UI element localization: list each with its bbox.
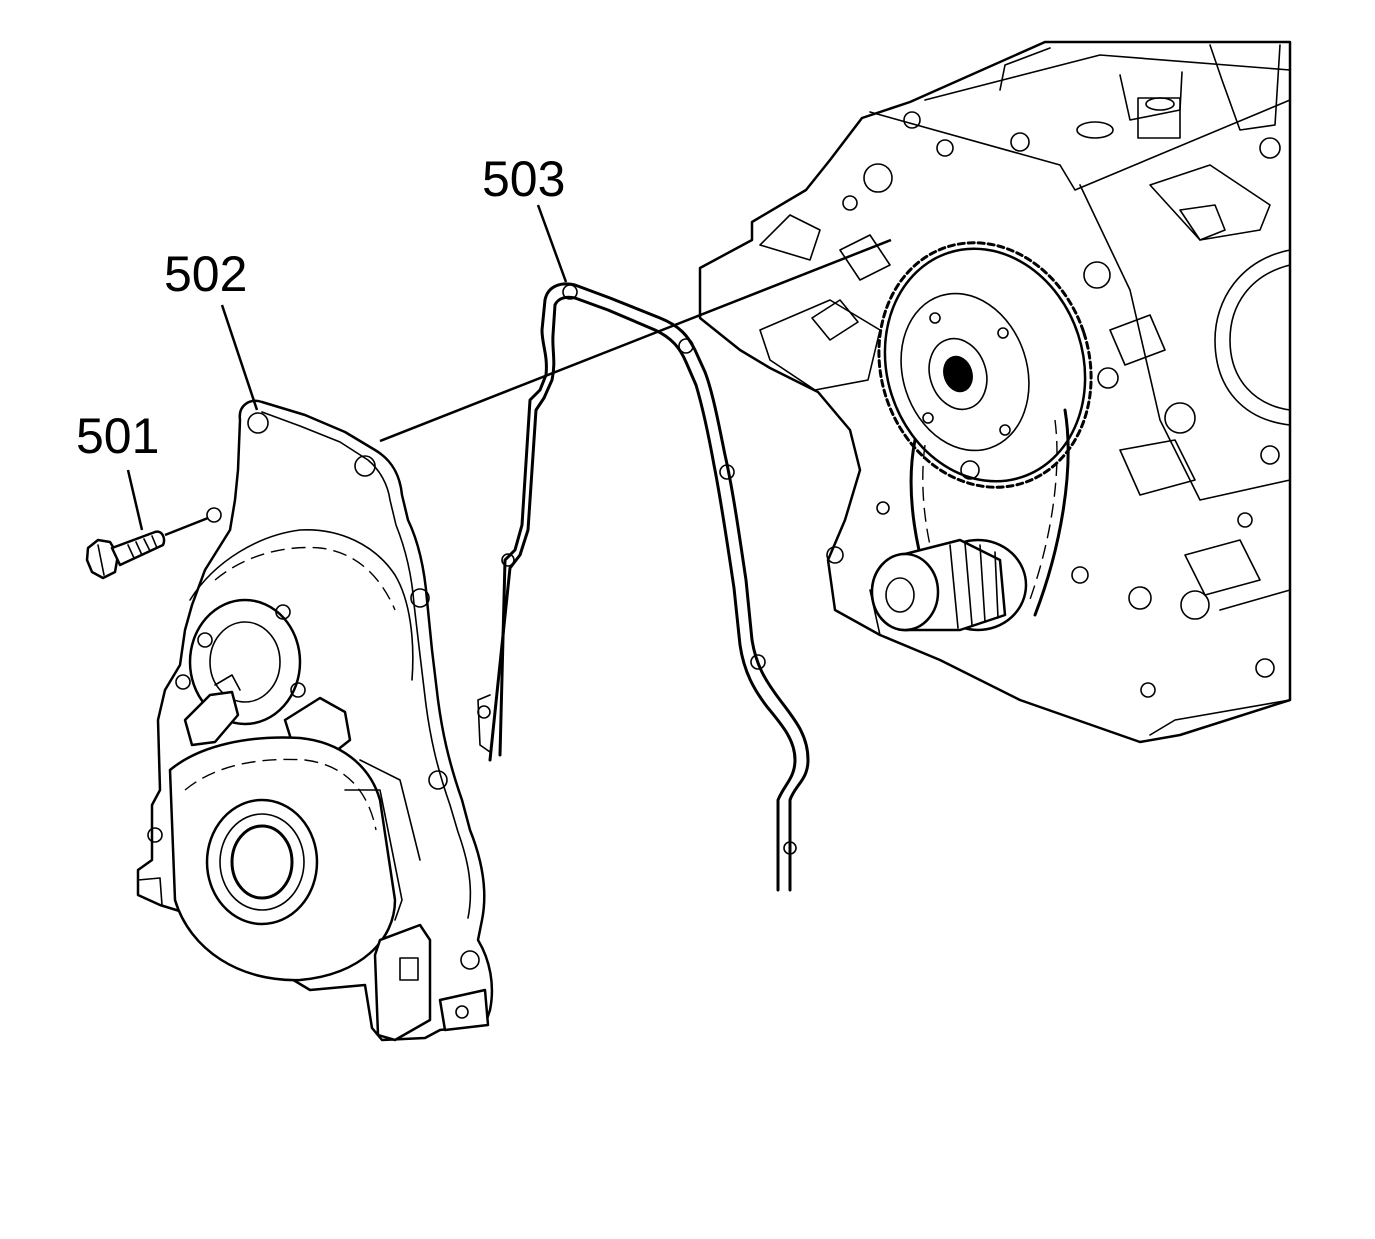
alignment-line bbox=[379, 238, 892, 443]
callout-502: 502 bbox=[164, 246, 247, 302]
callout-503: 503 bbox=[482, 151, 565, 207]
front-cover-gasket bbox=[477, 282, 810, 892]
front-cover bbox=[136, 399, 494, 1042]
bolt-alignment-line bbox=[164, 516, 209, 537]
engine-block bbox=[698, 40, 1292, 744]
bolt bbox=[85, 530, 166, 580]
leader-503 bbox=[536, 204, 568, 283]
leader-501 bbox=[126, 469, 144, 531]
leader-502 bbox=[220, 304, 259, 411]
callout-501: 501 bbox=[76, 408, 159, 464]
